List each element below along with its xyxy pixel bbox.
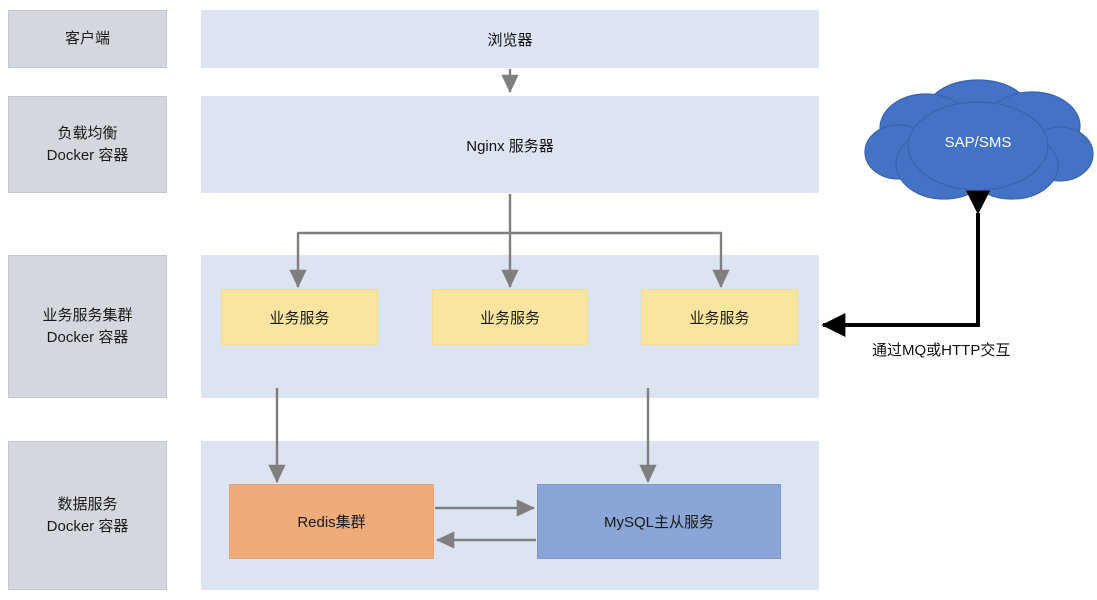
nginx-node: Nginx 服务器 xyxy=(466,138,554,155)
tier-label-business-cluster: 业务服务集群 Docker 容器 xyxy=(8,255,167,398)
service-node-3[interactable]: 业务服务 xyxy=(641,289,798,345)
browser-node: 浏览器 xyxy=(487,32,533,49)
cloud-icon xyxy=(864,79,1094,200)
arrow-business-to-sap-sms xyxy=(821,190,990,337)
band-load-balancer: Nginx 服务器 xyxy=(201,96,819,193)
mysql-node[interactable]: MySQL主从服务 xyxy=(537,484,781,559)
band-client: 浏览器 xyxy=(201,10,819,68)
tier-label-client: 客户端 xyxy=(8,10,167,68)
tier-label-load-balancer: 负载均衡 Docker 容器 xyxy=(8,96,167,193)
service-node-1[interactable]: 业务服务 xyxy=(221,289,378,345)
service-node-2[interactable]: 业务服务 xyxy=(432,289,588,345)
mq-http-note: 通过MQ或HTTP交互 xyxy=(872,342,1011,359)
tier-label-data-service: 数据服务 Docker 容器 xyxy=(8,441,167,590)
redis-cluster-node[interactable]: Redis集群 xyxy=(229,484,434,559)
external-cloud-sap-sms[interactable]: SAP/SMS xyxy=(860,72,1096,212)
